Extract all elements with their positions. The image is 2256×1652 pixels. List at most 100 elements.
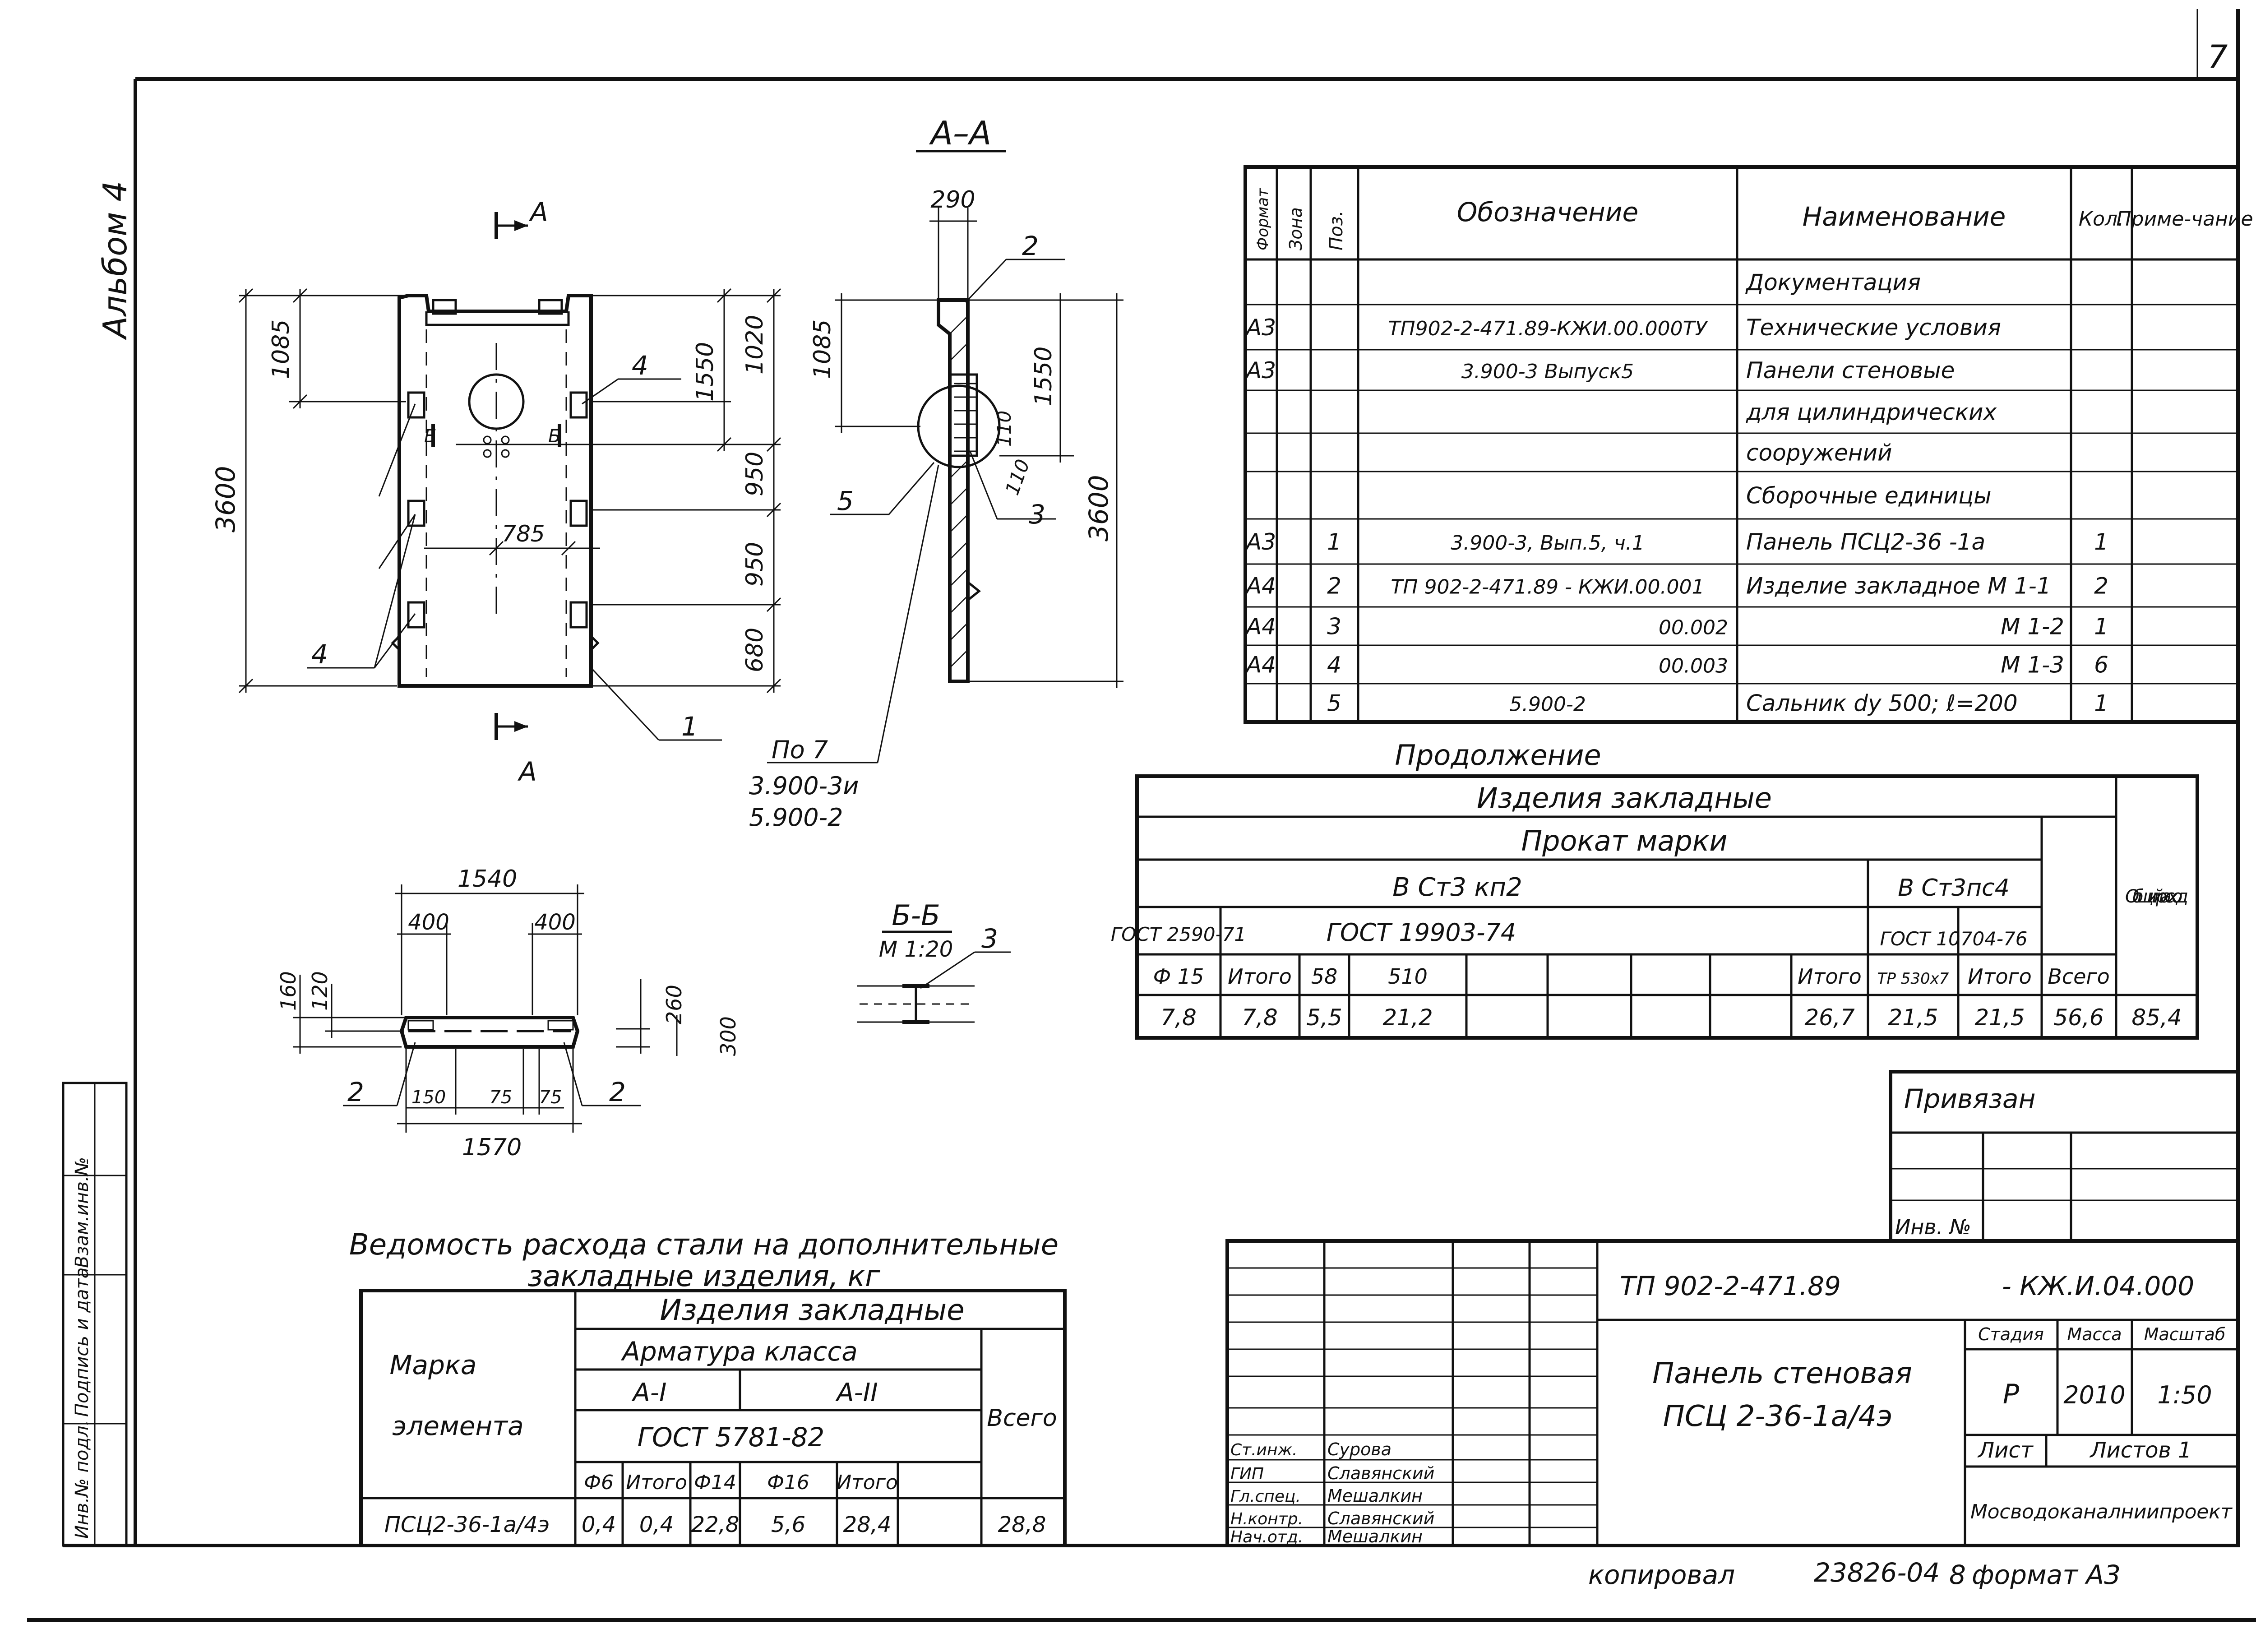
spec-cell-r6-c0: А3 [1245, 529, 1276, 555]
stamp-inv-original: Инв.№ подл. [72, 1420, 92, 1539]
copy-line: копировал 23826-04 8 формат А3 [1588, 1557, 2121, 1590]
steel-group: Изделия закладные [660, 1294, 965, 1327]
binding-block: Привязан Инв. № [1889, 1070, 2240, 1243]
stage-label: Стадия [1978, 1324, 2044, 1344]
steel-class-1: А-I [631, 1378, 666, 1407]
cont-col-8: Итого [1798, 964, 1862, 989]
sig-role-1: ГИП [1230, 1465, 1264, 1483]
scale-label: Масштаб [2144, 1324, 2226, 1344]
plan-dim-400-right: 400 [534, 910, 576, 935]
sect-dim-290: 290 [930, 186, 975, 213]
section-bb-title: Б-Б [892, 899, 940, 932]
item-name-1: Панель стеновая [1652, 1357, 1912, 1390]
doc-code: - КЖ.И.04.000 [2002, 1271, 2194, 1301]
sheet-label: Лист [1977, 1438, 2034, 1463]
cont-val-10: 21,5 [1974, 1004, 2025, 1031]
plan-dim-300: 300 [716, 1016, 740, 1056]
sig-role-3: Н.контр. [1230, 1510, 1303, 1528]
section-mark-b-left: Б [424, 426, 436, 447]
copied-sheet: 8 [1949, 1559, 1966, 1590]
side-stamp: Инв.№ подл. Подпись и дата Взам.инв.№ [62, 1082, 128, 1547]
continuation-table: Продолжение Изделия закладные Прокат мар… [1111, 739, 2199, 1040]
spec-cell-r6-c2: 1 [1327, 529, 1341, 555]
spec-header-pos: Поз. [1326, 210, 1347, 250]
sect-dim-1550: 1550 [1030, 347, 1057, 406]
ref-note-line3: 5.900-2 [749, 803, 843, 832]
sig-name-0: Сурова [1327, 1439, 1392, 1459]
sect-callout-5: 5 [837, 486, 854, 516]
section-mark-a-top: А [528, 197, 548, 227]
spec-cell-r9-c0: А4 [1245, 652, 1276, 678]
spec-cell-r10-c4: Сальник dy 500; ℓ=200 [1746, 690, 2018, 717]
steel-col-total-2: Итого [837, 1471, 898, 1494]
spec-cell-r7-c5: 2 [2094, 573, 2108, 599]
steel-col-total-1: Итого [626, 1471, 687, 1494]
cont-col-11: Всего [2048, 964, 2109, 989]
copied-by: копировал [1588, 1559, 1735, 1590]
section-aa-title: А–А [929, 114, 992, 152]
spec-cell-r7-c0: А4 [1245, 573, 1276, 599]
plan-view: 1540 400 400 160 120 150 75 75 1570 260 … [276, 865, 740, 1161]
sig-role-2: Гл.спец. [1230, 1487, 1301, 1506]
elev-dim-680: 680 [741, 628, 768, 672]
cont-col-0: Ф 15 [1153, 964, 1204, 989]
cont-subtitle: Прокат марки [1521, 824, 1727, 857]
sig-role-0: Ст.инж. [1230, 1441, 1297, 1459]
spec-cell-r10-c5: 1 [2094, 690, 2108, 717]
steel-col-f16: Ф16 [767, 1471, 809, 1494]
item-name-2: ПСЦ 2-36-1а/4э [1663, 1400, 1893, 1433]
steel-caption-2: закладные изделия, кг [527, 1260, 880, 1293]
steel-row-total-1: 0,4 [639, 1512, 674, 1537]
steel-row-grand-total: 28,8 [998, 1512, 1046, 1537]
spec-header-note: Приме-чание [2116, 208, 2253, 231]
binding-label: Привязан [1904, 1083, 2036, 1114]
elev-dim-1085: 1085 [268, 319, 295, 379]
cont-val-1: 7,8 [1242, 1004, 1278, 1031]
cont-grade-a: В Ст3 кп2 [1392, 873, 1522, 902]
spec-cell-r2-c4: Панели стеновые [1746, 357, 1955, 384]
spec-cell-r8-c4: М 1-2 [2001, 614, 2064, 640]
plan-dim-150: 150 [411, 1087, 446, 1108]
spec-cell-r7-c4: Изделие закладное М 1-1 [1746, 573, 2051, 599]
elev-dim-950b: 950 [741, 542, 768, 587]
spec-cell-r8-c3: 00.002 [1659, 616, 1728, 639]
steel-row-f6: 0,4 [582, 1512, 616, 1537]
steel-col-f6: Ф6 [584, 1471, 614, 1494]
cont-col-10: Итого [1968, 964, 2032, 989]
steel-row-f14: 22,8 [691, 1512, 740, 1537]
cont-val-8: 26,7 [1804, 1004, 1855, 1031]
cont-std-a: ГОСТ 2590-71 [1111, 923, 1246, 945]
elev-callout-1: 1 [681, 711, 698, 742]
spec-header-qty: Кол. [2079, 208, 2124, 231]
cont-col-3: 510 [1388, 964, 1428, 989]
plan-callout-2-left: 2 [347, 1077, 364, 1107]
spec-cell-r9-c4: М 1-3 [2001, 652, 2064, 678]
sect-dim-110a: 110 [993, 411, 1015, 447]
spec-cell-r2-c0: А3 [1245, 357, 1276, 384]
cont-val-9: 21,5 [1888, 1004, 1938, 1031]
format-label: формат А3 [1972, 1559, 2121, 1590]
spec-cell-r4-c4: сооружений [1746, 440, 1892, 466]
section-bb-scale: М 1:20 [879, 937, 953, 962]
plan-dim-400-left: 400 [408, 910, 449, 935]
cont-std-b: ГОСТ 19903-74 [1327, 918, 1516, 947]
plan-dim-1540: 1540 [458, 865, 517, 893]
spec-cell-r1-c3: ТП902-2-471.89-КЖИ.00.000ТУ [1388, 317, 1709, 340]
sect-dim-3600: 3600 [1083, 475, 1114, 541]
spec-cell-r1-c4: Технические условия [1746, 315, 2001, 341]
cont-col-1: Итого [1228, 964, 1292, 989]
sheets-label: Листов 1 [2089, 1438, 2191, 1463]
sect-callout-3: 3 [1029, 499, 1045, 530]
steel-class-2: А-II [835, 1378, 878, 1407]
spec-cell-r9-c3: 00.003 [1659, 655, 1728, 678]
section-aa: А–А 290 1085 1550 3 [749, 114, 1123, 832]
elev-dim-1550: 1550 [692, 342, 719, 402]
cont-val-3: 21,2 [1382, 1004, 1433, 1031]
section-mark-a-bottom: А [517, 756, 537, 787]
spec-cell-r10-c2: 5 [1327, 690, 1341, 717]
plan-dim-260: 260 [662, 985, 686, 1024]
steel-row-mark: ПСЦ2-36-1а/4э [384, 1512, 550, 1537]
elev-dim-950a: 950 [741, 452, 768, 496]
ref-note-line2: 3.900-3и [749, 772, 859, 800]
